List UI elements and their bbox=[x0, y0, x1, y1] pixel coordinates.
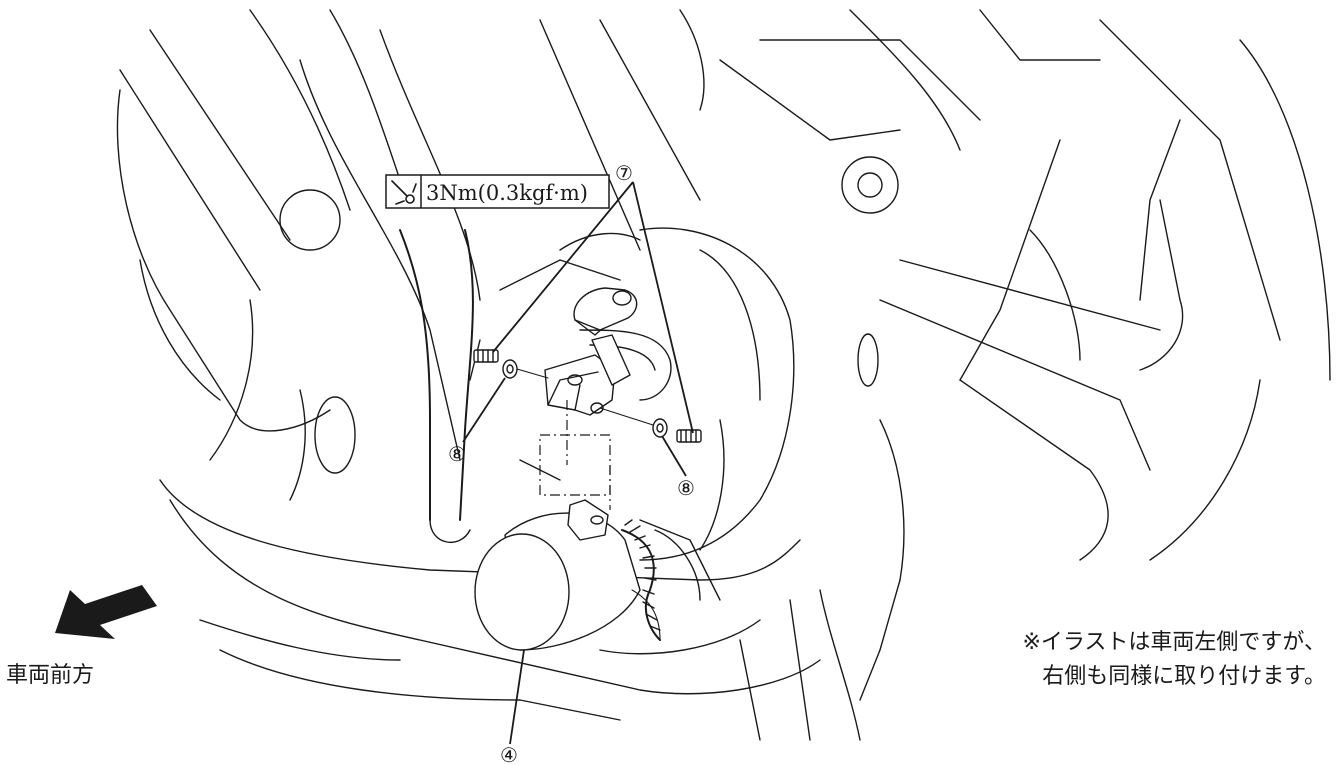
callout-washer-right: ⑧ bbox=[677, 476, 695, 500]
bracket-assembly bbox=[544, 287, 672, 416]
note-line-2: 右側も同様に取り付けます。 bbox=[1042, 664, 1326, 689]
torque-spec: 3Nm(0.3kgf·m) bbox=[385, 174, 610, 209]
torque-wrench-icon bbox=[391, 180, 417, 205]
callout-washer-left: ⑧ bbox=[448, 442, 466, 466]
torque-value: 3Nm(0.3kgf·m) bbox=[426, 181, 588, 205]
motorcycle-frame-lineart bbox=[116, 9, 1331, 741]
note-line-1: ※イラストは車両左側ですが、 bbox=[1022, 630, 1326, 655]
bolt-left bbox=[473, 349, 499, 363]
arrow-front-icon bbox=[55, 585, 157, 639]
assembly-lines bbox=[516, 368, 654, 510]
washer-left bbox=[502, 359, 518, 379]
fog-lamp bbox=[474, 499, 701, 651]
bolt-right bbox=[676, 429, 702, 443]
callout-bolt: ⑦ bbox=[615, 161, 633, 185]
leader-lines bbox=[462, 181, 694, 745]
washer-right bbox=[652, 418, 668, 438]
torque-spec-box bbox=[385, 174, 610, 209]
front-direction-label: 車両前方 bbox=[6, 663, 95, 688]
callout-fog-lamp: ④ bbox=[500, 743, 518, 765]
